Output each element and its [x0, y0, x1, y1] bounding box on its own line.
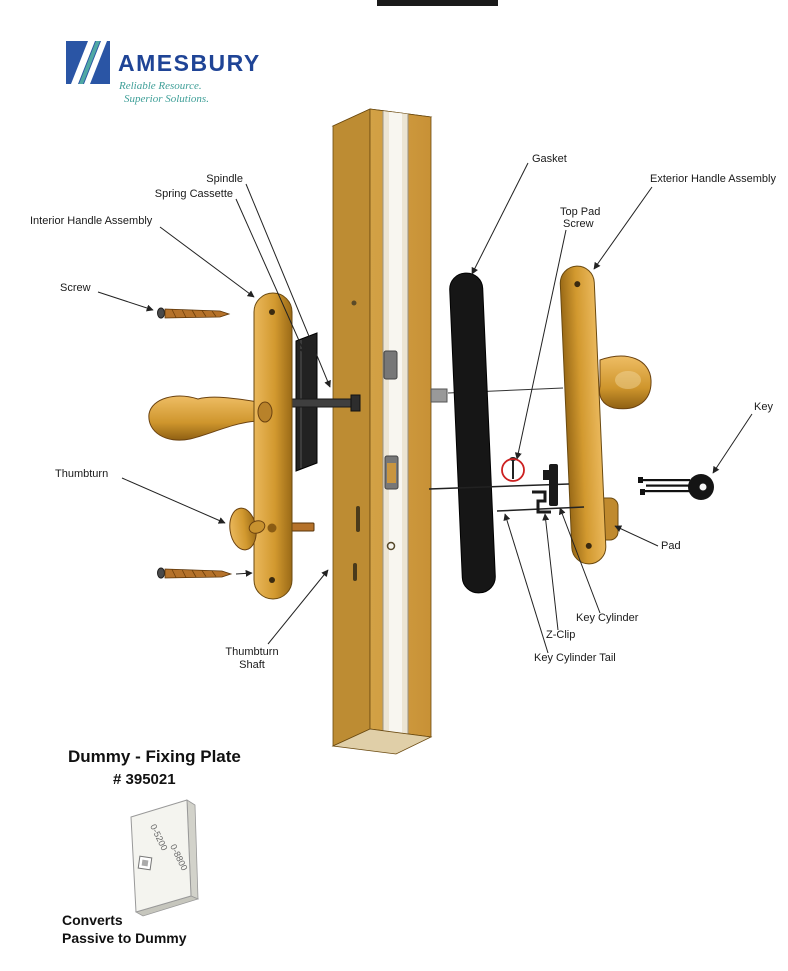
door-jamb: [331, 108, 433, 755]
leader-top-pad-screw: [514, 229, 567, 460]
leader-spring-cassette: [235, 198, 306, 355]
label-gasket: Gasket: [532, 153, 567, 165]
footer-title: Dummy - Fixing Plate: [68, 747, 241, 766]
label-spindle: Spindle: [206, 173, 243, 185]
interior-lever-handle: [148, 395, 265, 441]
fixing-plate-graphic: 0-5200 0-8800: [130, 799, 200, 917]
label-screw: Screw: [60, 282, 91, 294]
leader-spindle: [245, 183, 331, 388]
leader-key-cylinder: [558, 507, 601, 614]
mounting-screw-bottom: [157, 567, 253, 579]
label-interior-handle-assembly: Interior Handle Assembly: [30, 215, 153, 227]
leader-exterior-handle: [593, 186, 653, 270]
leader-interior-handle: [159, 226, 255, 298]
key-part: [638, 474, 714, 500]
label-key: Key: [754, 401, 773, 413]
leader-thumbturn: [121, 477, 226, 524]
label-top-pad-screw-line1: Top Pad: [560, 206, 600, 218]
footer-note-line1: Converts: [62, 912, 123, 928]
red-highlight-circle: [501, 458, 525, 482]
label-z-clip: Z-Clip: [546, 629, 575, 641]
leader-gasket: [471, 162, 529, 275]
leader-key: [712, 413, 753, 474]
top-pad-screw-part: [509, 457, 517, 479]
footer-part-number: # 395021: [113, 771, 176, 788]
label-key-cylinder: Key Cylinder: [576, 612, 639, 624]
tail-line-lower: [496, 506, 585, 512]
label-spring-cassette: Spring Cassette: [155, 188, 233, 200]
interior-handle-plate: [253, 292, 293, 600]
label-thumbturn-shaft-line2: Shaft: [239, 659, 265, 671]
logo-brand-text: AMESBURY: [118, 50, 261, 76]
label-thumbturn: Thumbturn: [55, 468, 108, 480]
key-cylinder-part: [543, 464, 558, 506]
leader-thumbturn-shaft: [267, 569, 329, 645]
thumbturn-knob: [229, 507, 266, 551]
leader-z-clip: [542, 513, 559, 631]
cropped-title-fragment: [377, 0, 498, 6]
logo-tagline-line1: Reliable Resource.: [118, 80, 202, 92]
exterior-handle-plate: [559, 265, 607, 565]
key-cylinder-tail-line: [428, 483, 570, 490]
leader-pad: [614, 525, 659, 547]
footer-note-line2: Passive to Dummy: [62, 930, 187, 946]
logo-tagline-line2: Superior Solutions.: [124, 93, 209, 105]
label-exterior-handle-assembly: Exterior Handle Assembly: [650, 173, 776, 185]
spindle-end-block: [430, 388, 448, 403]
leader-key-cylinder-tail: [503, 513, 549, 654]
z-clip-part: [532, 490, 551, 514]
leader-screw: [97, 291, 154, 312]
exterior-knob: [599, 355, 652, 410]
gasket-part: [449, 272, 496, 594]
label-top-pad-screw-line2: Screw: [563, 218, 594, 230]
mounting-screw-top: [157, 307, 231, 319]
label-key-cylinder-tail: Key Cylinder Tail: [534, 652, 616, 664]
label-thumbturn-shaft-line1: Thumbturn: [225, 646, 278, 658]
label-pad: Pad: [661, 540, 681, 552]
amesbury-logo-icon: [66, 41, 110, 84]
